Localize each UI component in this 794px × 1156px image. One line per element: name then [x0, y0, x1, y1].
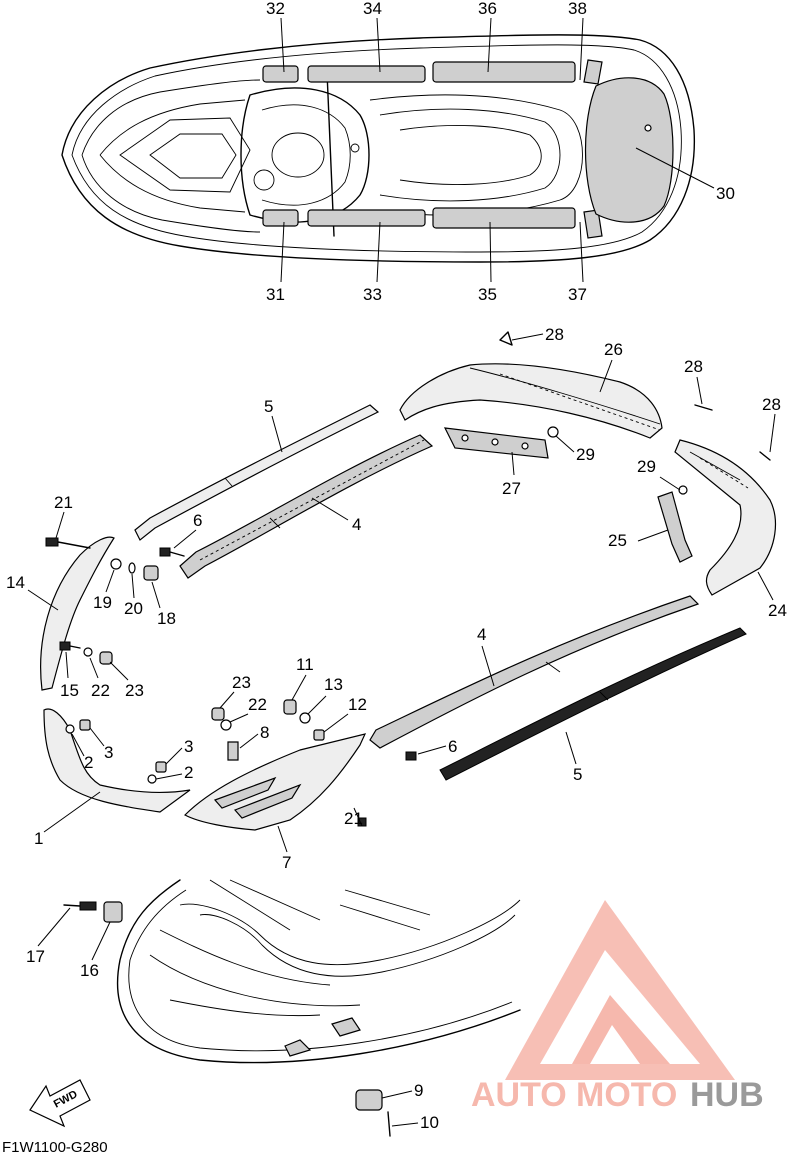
middle-callouts: 28 26 28 28 29 27 29 25 24 5 4 6 21 14 1…	[6, 325, 787, 872]
callout-37: 37	[568, 285, 587, 304]
top-callouts: 32 34 36 38 30 31 33 35 37	[266, 0, 735, 304]
callout-1: 1	[34, 829, 43, 848]
callout-29-b: 29	[637, 457, 656, 476]
front-deck-view: FWD	[29, 879, 521, 1137]
fwd-arrow: FWD	[29, 1079, 91, 1128]
bottom-callouts: 17 16 9 10	[26, 907, 439, 1132]
callout-23-a: 23	[125, 681, 144, 700]
watermark-logo: AUTO MOTO HUB	[471, 900, 764, 1114]
callout-9: 9	[414, 1081, 423, 1100]
watermark-hub: HUB	[690, 1076, 764, 1114]
callout-22-a: 22	[91, 681, 110, 700]
watermark-moto: MOTO	[576, 1076, 677, 1114]
callout-31: 31	[266, 285, 285, 304]
callout-28-c: 28	[762, 395, 781, 414]
callout-13: 13	[324, 675, 343, 694]
callout-2-a: 2	[84, 753, 93, 772]
callout-7: 7	[282, 853, 291, 872]
callout-4-a: 4	[352, 515, 361, 534]
callout-19: 19	[93, 593, 112, 612]
callout-14: 14	[6, 573, 25, 592]
callout-8: 8	[260, 723, 269, 742]
callout-6-a: 6	[193, 511, 202, 530]
callout-26: 26	[604, 340, 623, 359]
callout-29-a: 29	[576, 445, 595, 464]
callout-15: 15	[60, 681, 79, 700]
callout-18: 18	[157, 609, 176, 628]
callout-23-b: 23	[232, 673, 251, 692]
callout-21-a: 21	[54, 493, 73, 512]
callout-28-a: 28	[545, 325, 564, 344]
callout-4-b: 4	[477, 625, 486, 644]
hull-top-view	[61, 34, 696, 263]
callout-17: 17	[26, 947, 45, 966]
callout-24: 24	[768, 601, 787, 620]
callout-10: 10	[420, 1113, 439, 1132]
exploded-parts	[40, 331, 777, 831]
callout-32: 32	[266, 0, 285, 18]
callout-36: 36	[478, 0, 497, 18]
watermark-auto: AUTO	[471, 1076, 567, 1114]
callout-35: 35	[478, 285, 497, 304]
callout-28-b: 28	[684, 357, 703, 376]
callout-3-b: 3	[184, 737, 193, 756]
callout-34: 34	[363, 0, 382, 18]
callout-21-b: 21	[344, 809, 363, 828]
callout-22-b: 22	[248, 695, 267, 714]
callout-16: 16	[80, 961, 99, 980]
callout-27: 27	[502, 479, 521, 498]
callout-33: 33	[363, 285, 382, 304]
callout-5-b: 5	[573, 765, 582, 784]
callout-38: 38	[568, 0, 587, 18]
callout-3-a: 3	[104, 743, 113, 762]
callout-12: 12	[348, 695, 367, 714]
callout-20: 20	[124, 599, 143, 618]
callout-6-b: 6	[448, 737, 457, 756]
callout-30: 30	[716, 184, 735, 203]
drawing-code: F1W1100-G280	[2, 1139, 108, 1156]
callout-2-b: 2	[184, 763, 193, 782]
callout-25: 25	[608, 531, 627, 550]
callout-5-a: 5	[264, 397, 273, 416]
callout-11: 11	[296, 655, 314, 674]
